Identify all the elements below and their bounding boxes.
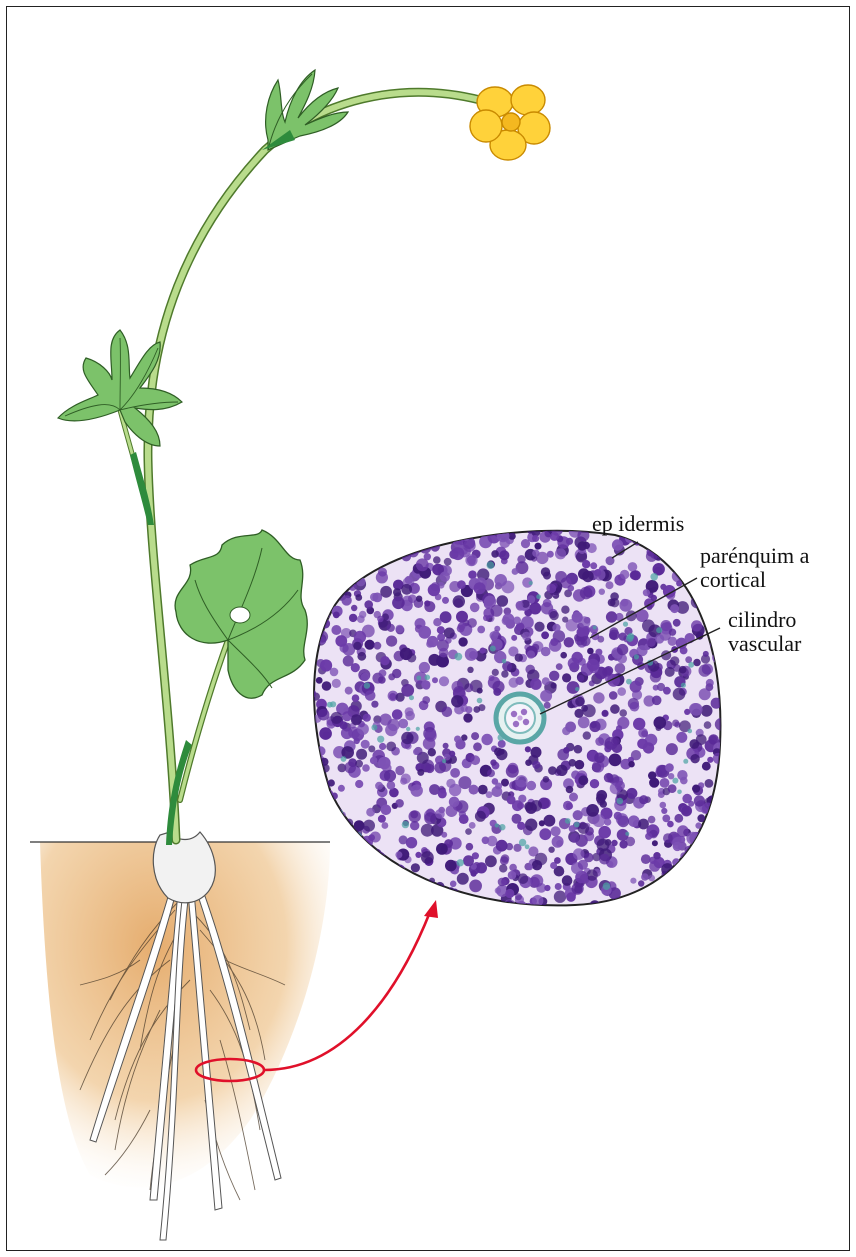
vascular-cylinder [496, 694, 544, 742]
label-cilindro-line2: vascular [728, 632, 801, 656]
label-parenquima-line1: parénquim a [700, 544, 809, 568]
arrow-head [424, 900, 438, 918]
label-parenquima-line2: cortical [700, 568, 766, 592]
buttercup-flower [470, 85, 550, 160]
label-cilindro-line1: cilindro [728, 608, 796, 632]
stem-base-bulb [153, 832, 215, 903]
label-epidermis: ep idermis [592, 512, 684, 536]
root-cross-section [305, 519, 731, 915]
